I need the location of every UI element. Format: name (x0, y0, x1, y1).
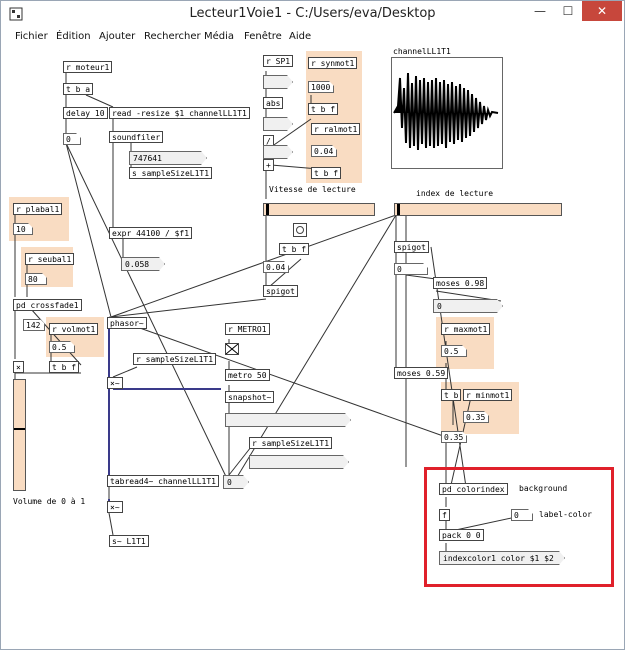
volume-label: Volume de 0 à 1 (13, 497, 86, 506)
moses-098-message[interactable]: 0 (433, 299, 503, 313)
menu-rechercher[interactable]: Rechercher (144, 31, 201, 42)
moses-059-object[interactable]: moses 0.59 (394, 367, 449, 379)
label-color-number[interactable]: 0 (511, 509, 533, 521)
tabread-message[interactable]: 0 (223, 475, 249, 489)
snapshot-message[interactable] (225, 413, 351, 427)
window-title: Lecteur1Voie1 - C:/Users/eva/Desktop (189, 6, 436, 21)
menu-fenetre[interactable]: Fenêtre (244, 31, 282, 42)
r-minmot1-object[interactable]: r minmot1 (463, 389, 513, 401)
delay-object[interactable]: delay 10 (63, 107, 108, 119)
abs-object[interactable]: abs (263, 97, 284, 109)
pack-object[interactable]: pack 0 0 (439, 529, 484, 541)
r-samplesize-object[interactable]: r sampleSizeL1T1 (133, 353, 217, 365)
divide-message[interactable] (263, 145, 293, 159)
samplesize-message[interactable] (249, 455, 349, 469)
signal-multiply-object[interactable]: ×~ (107, 377, 123, 389)
r-plabal1-object[interactable]: r plabal1 (13, 203, 63, 215)
spigot-speed-object[interactable]: spigot (263, 285, 298, 297)
abs-message[interactable] (263, 117, 293, 131)
r-samplesize-2-object[interactable]: r sampleSizeL1T1 (249, 437, 333, 449)
multiply-object[interactable]: × (13, 361, 24, 373)
samplecount-message[interactable]: 747641 (129, 151, 207, 165)
phasor-object[interactable]: phasor~ (107, 317, 147, 329)
waveform-graph (393, 72, 499, 151)
soundfiler-object[interactable]: soundfiler (109, 131, 164, 143)
r-metro1-object[interactable]: r METRO1 (225, 323, 270, 335)
s-samplesize-object[interactable]: s sampleSizeL1T1 (129, 167, 213, 179)
pd-colorindex-object[interactable]: pd colorindex (439, 483, 508, 495)
plabal-number[interactable]: 10 (13, 223, 33, 235)
metro-object[interactable]: metro 50 (225, 369, 270, 381)
t-b-f-ralmot-object[interactable]: t b f (311, 167, 342, 179)
close-button[interactable]: ✕ (582, 1, 622, 21)
minmot-number[interactable]: 0.35 (463, 411, 489, 423)
r-volmot1-object[interactable]: r volmot1 (49, 323, 99, 335)
minimize-button[interactable]: — (534, 4, 546, 18)
maxmot-number[interactable]: 0.5 (441, 345, 467, 357)
menu-fichier[interactable]: Fichier (15, 31, 48, 42)
f-object[interactable]: f (439, 509, 450, 521)
index-label: index de lecture (416, 189, 494, 198)
read-resize-object[interactable]: read -resize $1 channelLL1T1 (109, 107, 250, 119)
pd-crossfade-object[interactable]: pd crossfade1 (13, 299, 82, 311)
tabread4-object[interactable]: tabread4~ channelLL1T1 (107, 475, 219, 487)
t-b-f-speed-object[interactable]: t b f (279, 243, 310, 255)
snapshot-object[interactable]: snapshot~ (225, 391, 275, 403)
t-b-f-volume-object[interactable]: t b f (49, 361, 80, 373)
sp1-message[interactable] (263, 75, 293, 89)
expr-object[interactable]: expr 44100 / $f1 (109, 227, 193, 239)
moses-098-object[interactable]: moses 0.98 (433, 277, 488, 289)
threshold-number[interactable]: 0.35 (441, 431, 467, 443)
t-b-object[interactable]: t b (441, 389, 462, 401)
r-moteur1-object[interactable]: r moteur1 (63, 61, 113, 73)
seubal-number[interactable]: 80 (25, 273, 47, 285)
menu-media[interactable]: Média (204, 31, 235, 42)
pd-app-icon (9, 7, 23, 21)
array-name-label: channelLL1T1 (393, 47, 451, 56)
waveform-array[interactable] (391, 57, 503, 169)
t-b-a-object[interactable]: t b a (63, 83, 94, 95)
volume-slider-knob[interactable] (14, 428, 25, 430)
volmot-number[interactable]: 0.5 (49, 341, 75, 353)
menu-aide[interactable]: Aide (289, 31, 312, 42)
crossfade-number[interactable]: 142 (23, 319, 45, 331)
index-slider[interactable] (394, 203, 562, 216)
indexcolor-message[interactable]: indexcolor1 color $1 $2 (439, 551, 565, 565)
index-slider-knob[interactable] (397, 204, 400, 215)
t-b-f-synmot-object[interactable]: t b f (308, 103, 339, 115)
toggle-icon[interactable] (225, 343, 239, 355)
menu-bar: Fichier Édition Ajouter Rechercher Média… (1, 29, 624, 47)
speed-bang[interactable] (293, 223, 307, 237)
volume-slider[interactable] (13, 379, 26, 491)
number-box-0[interactable]: 0 (63, 133, 81, 145)
ralmot-number[interactable]: 0.04 (311, 145, 337, 157)
label-color-label: label-color (539, 510, 592, 519)
background-label: background (519, 484, 568, 493)
r-synmot1-object[interactable]: r synmot1 (308, 57, 358, 69)
plus-object[interactable]: + (263, 159, 274, 171)
r-ralmot1-object[interactable]: r ralmot1 (311, 123, 361, 135)
spigot-index-object[interactable]: spigot (394, 241, 429, 253)
speed-slider[interactable] (263, 203, 375, 216)
synmot-number[interactable]: 1000 (308, 81, 334, 93)
maximize-button[interactable]: ☐ (562, 4, 574, 18)
speed-number[interactable]: 0.04 (263, 261, 289, 273)
rate-message[interactable]: 0.058 (121, 257, 165, 271)
r-seubal1-object[interactable]: r seubal1 (25, 253, 75, 265)
r-maxmot1-object[interactable]: r maxmot1 (441, 323, 491, 335)
menu-edition[interactable]: Édition (56, 31, 91, 42)
r-sp1-object[interactable]: r SP1 (263, 55, 294, 67)
highlight-box (424, 467, 614, 587)
index-number[interactable]: 0 (394, 263, 428, 275)
speed-slider-knob[interactable] (266, 204, 269, 215)
menu-ajouter[interactable]: Ajouter (99, 31, 136, 42)
title-bar[interactable]: Lecteur1Voie1 - C:/Users/eva/Desktop — ☐… (1, 1, 624, 29)
patch-canvas[interactable]: r moteur1 t b a delay 10 read -resize $1… (1, 47, 624, 649)
s-l1t1-object[interactable]: s~ L1T1 (109, 535, 149, 547)
signal-multiply-2-object[interactable]: ×~ (107, 501, 123, 513)
speed-label: Vitesse de lecture (269, 185, 356, 194)
